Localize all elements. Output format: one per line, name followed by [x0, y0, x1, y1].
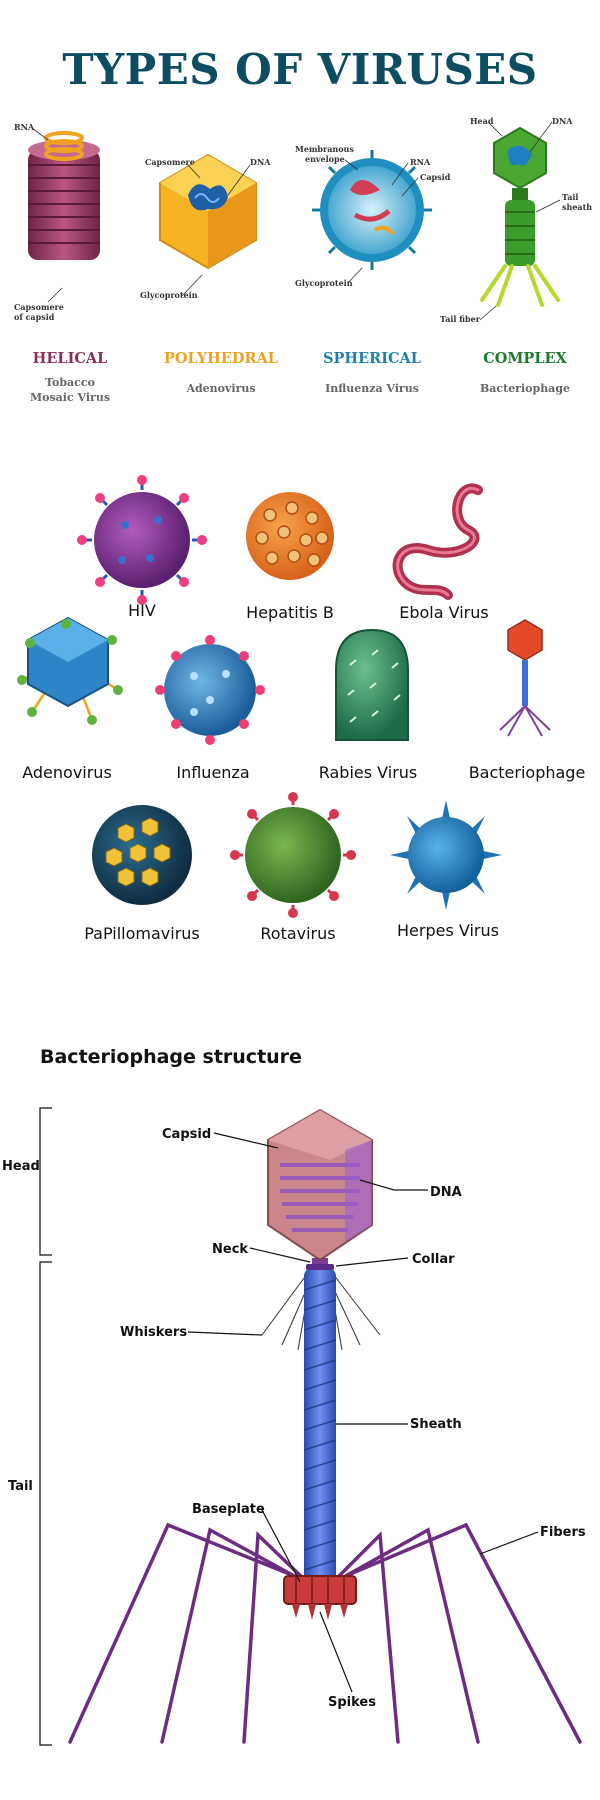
- spherical-label-glycoprotein: Glycoprotein: [295, 278, 353, 288]
- label-collar: Collar: [412, 1252, 455, 1267]
- label-capsid: Capsid: [162, 1127, 211, 1142]
- rabies-illustration: [335, 628, 409, 741]
- tail-bracket: [39, 1261, 52, 1746]
- bacteriophage-small-illustration: [499, 619, 551, 737]
- spherical-label-envelope: envelope: [305, 154, 345, 164]
- spherical-label-rna: RNA: [410, 157, 431, 167]
- type-name-spherical: SPHERICAL: [323, 350, 421, 367]
- complex-label-head: Head: [470, 116, 494, 126]
- gallery-name-bacteriophage: Bacteriophage: [469, 763, 586, 782]
- gallery-name-hiv: HIV: [128, 601, 156, 620]
- type-name-complex: COMPLEX: [483, 350, 567, 367]
- type-name-polyhedral: POLYHEDRAL: [164, 350, 278, 367]
- gallery-name-ebola: Ebola Virus: [399, 603, 488, 622]
- complex-label-sheath: sheath: [562, 202, 592, 212]
- polyhedral-label-dna: DNA: [250, 157, 271, 167]
- spherical-virus-illustration: [312, 150, 432, 270]
- gallery-name-hepatitis-b: Hepatitis B: [246, 603, 334, 622]
- structure-title: Bacteriophage structure: [40, 1046, 302, 1068]
- label-tail: Tail: [8, 1479, 33, 1494]
- label-whiskers: Whiskers: [120, 1325, 187, 1340]
- influenza-illustration: [155, 635, 265, 745]
- complex-label-tail-fiber: Tail fiber: [440, 314, 481, 324]
- example-polyhedral: Adenovirus: [185, 382, 255, 395]
- spherical-label-capsid: Capsid: [420, 172, 451, 182]
- head-bracket: [39, 1107, 52, 1256]
- example-spherical: Influenza Virus: [325, 382, 419, 395]
- helical-label-of-capsid: of capsid: [14, 312, 55, 322]
- label-baseplate: Baseplate: [192, 1502, 265, 1517]
- type-name-helical: HELICAL: [33, 350, 108, 367]
- hepatitis-b-illustration: [246, 492, 334, 580]
- complex-virus-illustration: [480, 126, 560, 307]
- complex-label-tail: Tail: [562, 192, 578, 202]
- collar: [306, 1264, 334, 1270]
- polyhedral-label-glycoprotein: Glycoprotein: [140, 290, 198, 300]
- spherical-label-membranous: Membranous: [295, 144, 354, 154]
- label-fibers: Fibers: [540, 1525, 586, 1540]
- label-spikes: Spikes: [328, 1695, 376, 1710]
- tail-fibers: [68, 1522, 582, 1744]
- helical-label-rna: RNA: [14, 122, 35, 132]
- label-dna: DNA: [430, 1185, 462, 1200]
- herpes-illustration: [390, 800, 502, 910]
- polyhedral-virus-illustration: [159, 153, 257, 270]
- complex-label-dna: DNA: [552, 116, 573, 126]
- hiv-illustration: [77, 475, 207, 605]
- rotavirus-illustration: [230, 792, 356, 918]
- tail-sheath: [303, 1268, 337, 1583]
- label-head: Head: [2, 1159, 40, 1174]
- example-helical-line1: Tobacco: [45, 376, 95, 389]
- label-neck: Neck: [212, 1242, 248, 1257]
- gallery-name-herpes: Herpes Virus: [397, 921, 499, 940]
- helical-label-capsomere: Capsomere: [14, 302, 64, 312]
- polyhedral-label-capsomere: Capsomere: [145, 157, 195, 167]
- label-sheath: Sheath: [410, 1417, 462, 1432]
- gallery-name-papillomavirus: PaPillomavirus: [84, 924, 200, 943]
- example-helical-line2: Mosaic Virus: [30, 391, 110, 404]
- papillomavirus-illustration: [92, 805, 192, 905]
- gallery-name-influenza: Influenza: [176, 763, 249, 782]
- gallery-name-adenovirus: Adenovirus: [22, 763, 112, 782]
- capsid: [267, 1108, 373, 1262]
- helical-virus-illustration: [28, 131, 100, 260]
- baseplate: [283, 1575, 357, 1620]
- gallery-name-rotavirus: Rotavirus: [260, 924, 335, 943]
- gallery-name-rabies: Rabies Virus: [319, 763, 418, 782]
- adenovirus-illustration: [17, 616, 123, 725]
- ebola-illustration: [392, 483, 483, 600]
- page-title: TYPES OF VIRUSES: [62, 45, 538, 94]
- example-complex: Bacteriophage: [480, 382, 570, 395]
